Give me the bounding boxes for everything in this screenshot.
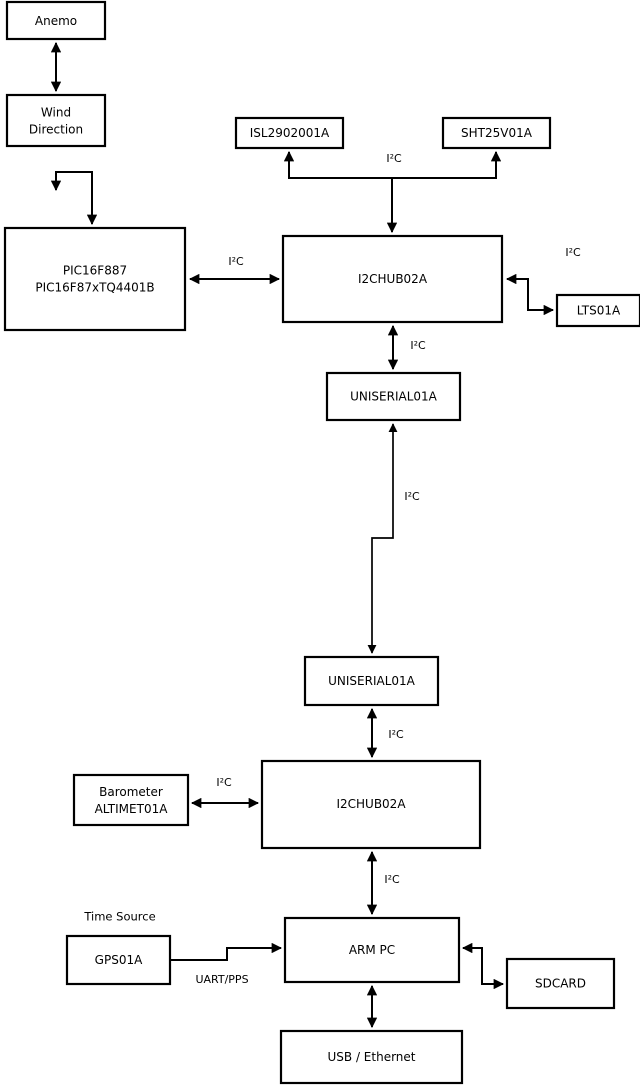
node-box-arm-pc[interactable] — [283, 916, 461, 984]
node-box-sdcard[interactable] — [505, 957, 616, 1010]
edge-line-uniserial-link — [367, 423, 398, 654]
node-i2chub02a-bottom[interactable]: I2CHUB02A — [260, 759, 482, 850]
edge-armpc-sdcard — [461, 942, 505, 990]
node-box-i2chub02a-bottom[interactable] — [260, 759, 482, 850]
node-box-anemo[interactable] — [5, 0, 107, 41]
edge-label-uart-pps: UART/PPS — [195, 973, 248, 986]
node-label-uniserial01a-bottom: UNISERIAL01A — [328, 674, 416, 688]
edge-line-hubtop-sht — [392, 150, 502, 179]
node-uniserial01a-top[interactable]: UNISERIAL01A — [325, 371, 462, 422]
edge-line-armpc-sdcard — [461, 942, 505, 990]
node-label-wind-direction-line2: Direction — [29, 123, 83, 137]
edge-hubtop-sensors — [283, 150, 502, 234]
node-label-lts01a: LTS01A — [577, 304, 621, 318]
edge-line-hubtop-lts — [505, 273, 555, 316]
node-isl2902001a[interactable]: ISL2902001A — [234, 116, 345, 150]
node-label-wind-direction-line1: Wind — [41, 106, 71, 120]
node-box-uniserial01a-top[interactable] — [325, 371, 462, 422]
node-label-arm-pc: ARM PC — [349, 943, 395, 957]
node-box-sht25v01a[interactable] — [441, 116, 552, 150]
node-label-anemo: Anemo — [35, 14, 77, 28]
node-wind-direction[interactable]: Wind Direction — [5, 93, 107, 148]
node-box-usb-ethernet[interactable] — [279, 1029, 464, 1085]
node-box-isl2902001a[interactable] — [234, 116, 345, 150]
edge-uniserial-link — [367, 423, 398, 654]
node-label-sht25v01a: SHT25V01A — [461, 126, 533, 140]
node-pic-mcu[interactable]: PIC16F887 PIC16F87xTQ4401B — [3, 226, 187, 332]
node-usb-ethernet[interactable]: USB / Ethernet — [279, 1029, 464, 1085]
node-box-lts01a[interactable] — [555, 293, 640, 328]
node-i2chub02a-top[interactable]: I2CHUB02A — [281, 234, 504, 324]
node-uniserial01a-bottom[interactable]: UNISERIAL01A — [303, 655, 440, 707]
node-label-i2chub02a-bottom: I2CHUB02A — [336, 797, 406, 811]
node-gps01a[interactable]: GPS01A — [65, 934, 172, 986]
node-box-pic-mcu[interactable] — [3, 226, 187, 332]
node-label-usb-ethernet: USB / Ethernet — [328, 1050, 416, 1064]
node-label-pic-line2: PIC16F87xTQ4401B — [35, 281, 154, 295]
node-box-barometer[interactable] — [72, 773, 190, 827]
edge-label-i2c-baro-hub2: I²C — [216, 776, 232, 789]
edge-line-hubtop-isl — [283, 150, 398, 234]
node-lts01a[interactable]: LTS01A — [555, 293, 640, 328]
edge-label-i2c-hub2-arm: I²C — [384, 873, 400, 886]
label-time-source: Time Source — [83, 910, 155, 924]
node-label-sdcard: SDCARD — [535, 977, 586, 991]
edge-label-i2c-hub-uniserial: I²C — [410, 339, 426, 352]
node-box-i2chub02a-top[interactable] — [281, 234, 504, 324]
node-sht25v01a[interactable]: SHT25V01A — [441, 116, 552, 150]
edge-label-i2c-hub-lts: I²C — [565, 246, 581, 259]
edge-gps-armpc — [170, 942, 283, 961]
node-label-isl2902001a: ISL2902001A — [250, 126, 330, 140]
node-anemo[interactable]: Anemo — [5, 0, 107, 41]
node-label-i2chub02a-top: I2CHUB02A — [358, 272, 428, 286]
node-label-uniserial01a-top: UNISERIAL01A — [350, 390, 438, 404]
edge-line-gps-armpc — [170, 942, 283, 961]
edge-label-i2c-uniserial-link: I²C — [404, 490, 420, 503]
edge-label-i2c-uniserial-hub2: I²C — [388, 728, 404, 741]
node-box-uniserial01a-bottom[interactable] — [303, 655, 440, 707]
edge-label-i2c-sensors-hub: I²C — [386, 152, 402, 165]
node-barometer[interactable]: Barometer ALTIMET01A — [72, 773, 190, 827]
node-box-gps01a[interactable] — [65, 934, 172, 986]
edge-wind-pic — [50, 171, 98, 226]
edge-hubtop-lts — [505, 273, 555, 316]
node-sdcard[interactable]: SDCARD — [505, 957, 616, 1010]
edge-line-wind-pic — [50, 171, 98, 226]
node-label-gps01a: GPS01A — [95, 953, 143, 967]
node-label-barometer-line1: Barometer — [99, 785, 163, 799]
node-label-barometer-line2: ALTIMET01A — [95, 802, 169, 816]
node-label-pic-line1: PIC16F887 — [63, 264, 127, 278]
edge-label-i2c-pic-hub: I²C — [228, 255, 244, 268]
node-box-wind-direction[interactable] — [5, 93, 107, 148]
node-arm-pc[interactable]: ARM PC — [283, 916, 461, 984]
